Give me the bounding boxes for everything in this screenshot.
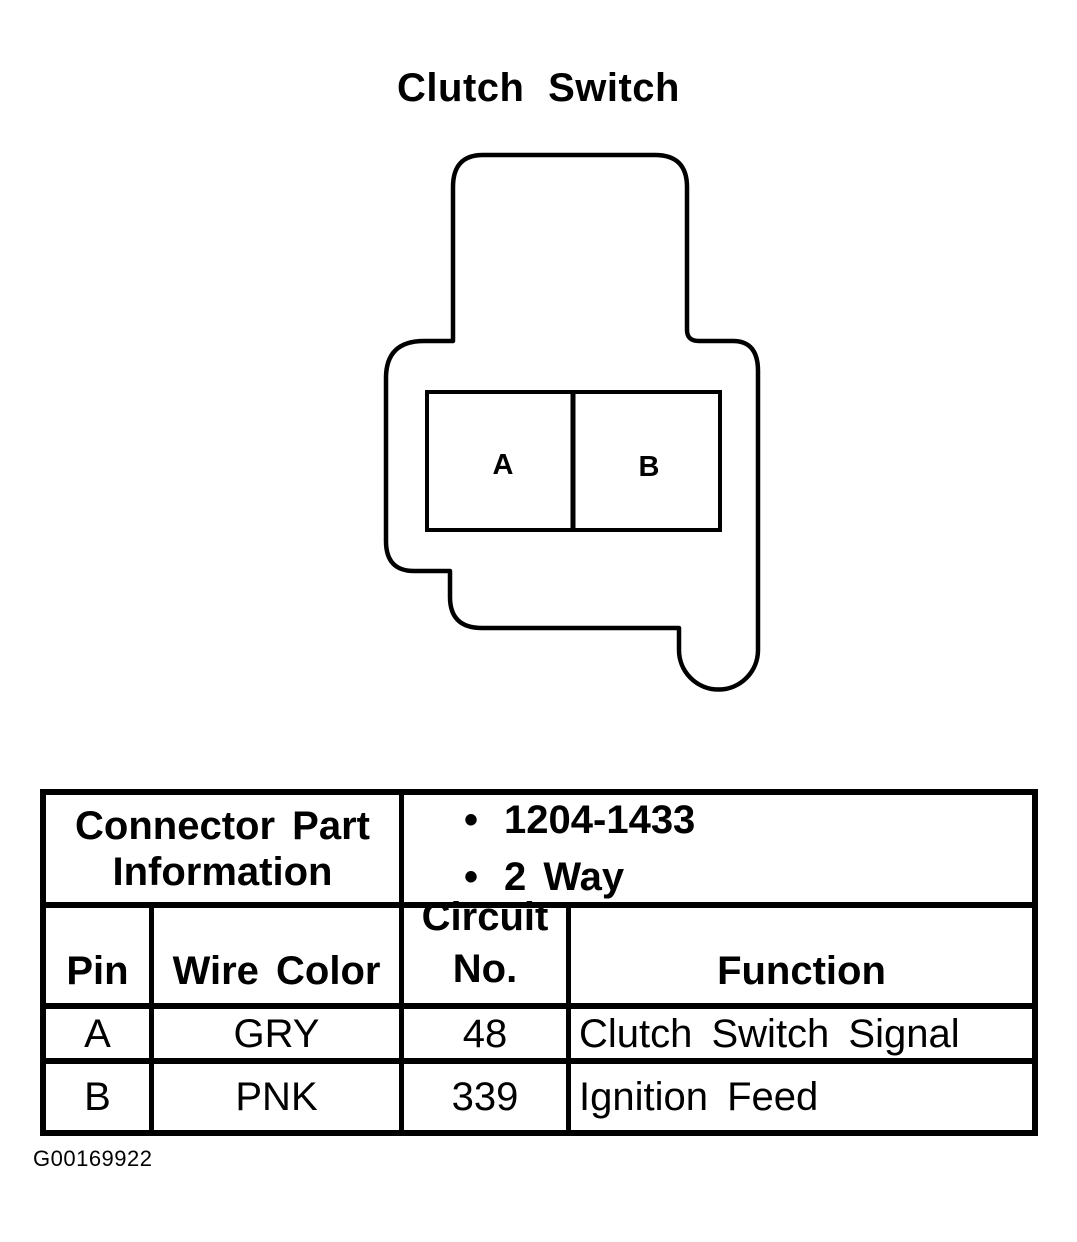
- connector-outline: [383, 152, 761, 692]
- bullet-icon: •: [464, 798, 479, 842]
- pin-a-label: A: [493, 449, 514, 481]
- part-info-label-cell: Connector Part Information: [46, 795, 404, 902]
- pin-b-label: B: [639, 451, 660, 483]
- way-count-line: • 2 Way: [464, 857, 1032, 897]
- circuit-no-cell: 339: [404, 1064, 571, 1130]
- table-row-pin-a: A GRY 48 Clutch Switch Signal: [46, 1009, 1032, 1064]
- header-circuit-no: Circuit No.: [404, 895, 571, 1003]
- header-wire-color: Wire Color: [154, 908, 404, 1003]
- header-circuit-line1: Circuit: [421, 895, 549, 939]
- header-circuit-line2: No.: [452, 947, 518, 991]
- page-title: Clutch Switch: [397, 66, 680, 110]
- bullet-icon: •: [464, 855, 479, 899]
- part-info-values-cell: • 1204-1433 • 2 Way: [404, 795, 1032, 902]
- function-cell: Ignition Feed: [579, 1075, 819, 1119]
- header-pin: Pin: [46, 908, 154, 1003]
- pin-cell: B: [46, 1064, 154, 1130]
- part-number-value: 1204-1433: [504, 798, 696, 842]
- header-function: Function: [717, 949, 886, 993]
- wire-color-cell: PNK: [154, 1064, 404, 1130]
- way-count-value: 2 Way: [504, 855, 625, 899]
- pin-cell: A: [46, 1009, 154, 1058]
- wire-color-cell: GRY: [154, 1009, 404, 1058]
- function-cell: Clutch Switch Signal: [579, 1011, 960, 1056]
- part-number-line: • 1204-1433: [464, 800, 1032, 840]
- table-header-row: Pin Wire Color Circuit No. Function: [46, 895, 1032, 1009]
- clutch-switch-connector-diagram: A B: [383, 152, 761, 692]
- circuit-no-cell: 48: [404, 1009, 571, 1058]
- connector-info-table: Connector Part Information • 1204-1433 •…: [40, 789, 1038, 1136]
- part-info-row: Connector Part Information • 1204-1433 •…: [46, 795, 1032, 908]
- figure-code: G00169922: [33, 1146, 153, 1171]
- table-row-pin-b: B PNK 339 Ignition Feed: [46, 1064, 1032, 1130]
